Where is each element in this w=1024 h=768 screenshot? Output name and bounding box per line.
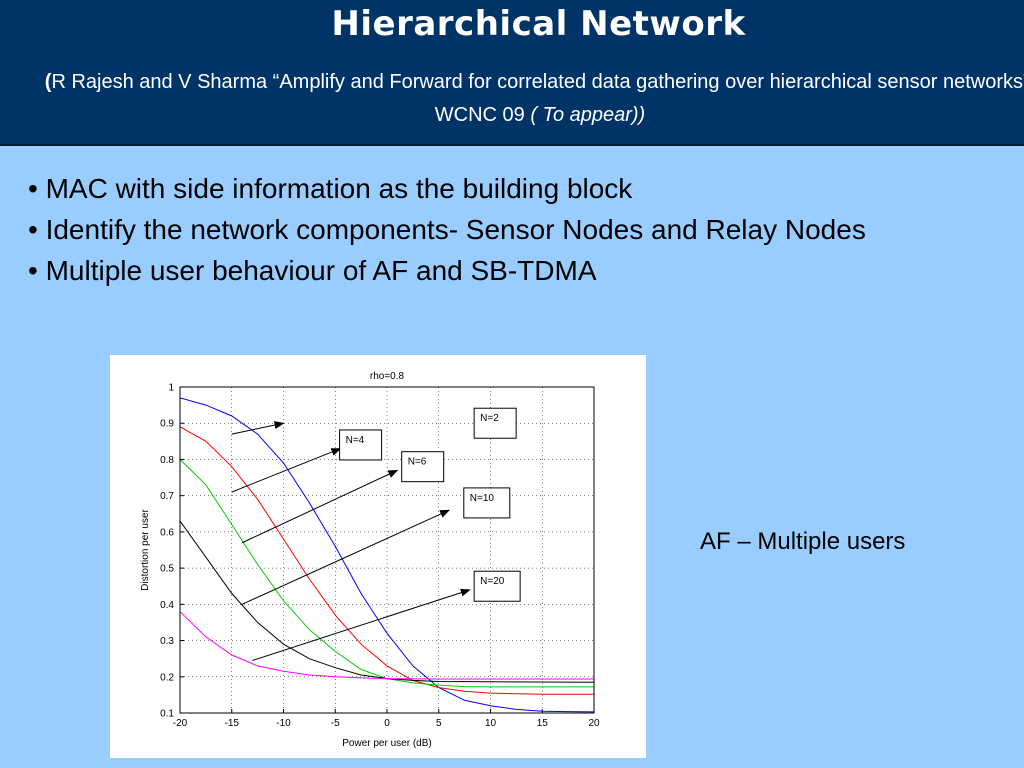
citation-open-paren: ( bbox=[44, 71, 52, 93]
annotation-box bbox=[339, 429, 383, 461]
x-tick-label: 10 bbox=[485, 718, 497, 729]
x-tick-label: -15 bbox=[225, 718, 240, 729]
y-tick-label: 1 bbox=[168, 383, 174, 394]
bullet-item: • Multiple user behaviour of AF and SB-T… bbox=[28, 255, 597, 286]
y-tick-label: 0.4 bbox=[160, 600, 174, 611]
grid-lines bbox=[179, 386, 595, 714]
x-tick-label: 5 bbox=[436, 718, 442, 729]
y-tick-label: 0.7 bbox=[160, 491, 174, 502]
bullet-item: • Identify the network components- Senso… bbox=[28, 214, 866, 245]
annotation-label: N=2 bbox=[480, 413, 499, 424]
citation-note: ( To appear)) bbox=[530, 104, 646, 126]
annotation-arrow bbox=[252, 588, 471, 661]
annotation-label: N=4 bbox=[346, 435, 365, 446]
distortion-chart: -20 -15 -10 -5 0 5 10 15 20 0.1 0.2 0.3 0.4 0.5 0.6 0.7… bbox=[140, 371, 600, 749]
x-tick-label: -10 bbox=[276, 718, 291, 729]
side-caption: AF – Multiple users bbox=[700, 528, 906, 555]
annotation-label: N=6 bbox=[408, 457, 427, 468]
series-lines bbox=[180, 397, 594, 713]
annotation-label: N=10 bbox=[470, 493, 495, 504]
annotation-arrow bbox=[231, 421, 285, 435]
y-tick-label: 0.6 bbox=[160, 527, 174, 538]
x-tick-label: 15 bbox=[537, 718, 549, 729]
y-tick-label: 0.5 bbox=[160, 564, 174, 575]
x-tick-label: -20 bbox=[173, 718, 188, 729]
annotation-arrow bbox=[241, 509, 451, 605]
y-tick-label: 0.2 bbox=[160, 672, 174, 683]
chart-panel: -20 -15 -10 -5 0 5 10 15 20 0.1 0.2 0.3 0.4 0.5 0.6 0.7… bbox=[110, 355, 646, 758]
x-axis-label: Power per user (dB) bbox=[342, 738, 431, 749]
x-tick-label: -5 bbox=[331, 718, 340, 729]
annotation-box bbox=[401, 451, 445, 483]
axis-ticks: -20 -15 -10 -5 0 5 10 15 20 0.1 0.2 0.3 0.4 0.5 0.6 0.7… bbox=[160, 383, 600, 730]
y-tick-label: 0.3 bbox=[160, 636, 174, 647]
chart-title: rho=0.8 bbox=[370, 371, 405, 382]
annotation-arrow bbox=[241, 469, 399, 544]
annotations: N=2N=4N=6N=10N=20 bbox=[231, 407, 521, 661]
y-tick-label: 0.8 bbox=[160, 455, 174, 466]
citation-text: R Rajesh and V Sharma “Amplify and Forwa… bbox=[51, 71, 1024, 126]
slide-title: Hierarchical Network bbox=[331, 4, 746, 44]
series-line bbox=[180, 611, 594, 680]
bullet-list: • MAC with side information as the build… bbox=[28, 168, 988, 291]
x-tick-label: 0 bbox=[384, 718, 390, 729]
annotation-box bbox=[473, 407, 517, 439]
y-axis-label: Distortion per user bbox=[140, 508, 151, 590]
series-line bbox=[180, 459, 594, 688]
citation: (R Rajesh and V Sharma “Amplify and Forw… bbox=[40, 66, 1024, 132]
slide-header: Hierarchical Network (R Rajesh and V Sha… bbox=[0, 0, 1024, 146]
series-line bbox=[180, 520, 594, 683]
series-line bbox=[180, 397, 594, 713]
series-line bbox=[180, 426, 594, 695]
bullet-item: • MAC with side information as the build… bbox=[28, 173, 633, 204]
x-tick-label: 20 bbox=[588, 718, 600, 729]
annotation-label: N=20 bbox=[480, 576, 505, 587]
annotation-arrow bbox=[231, 448, 342, 493]
y-tick-label: 0.1 bbox=[160, 709, 174, 720]
y-tick-label: 0.9 bbox=[160, 419, 174, 430]
annotation-box bbox=[473, 570, 521, 602]
annotation-box bbox=[463, 487, 511, 519]
